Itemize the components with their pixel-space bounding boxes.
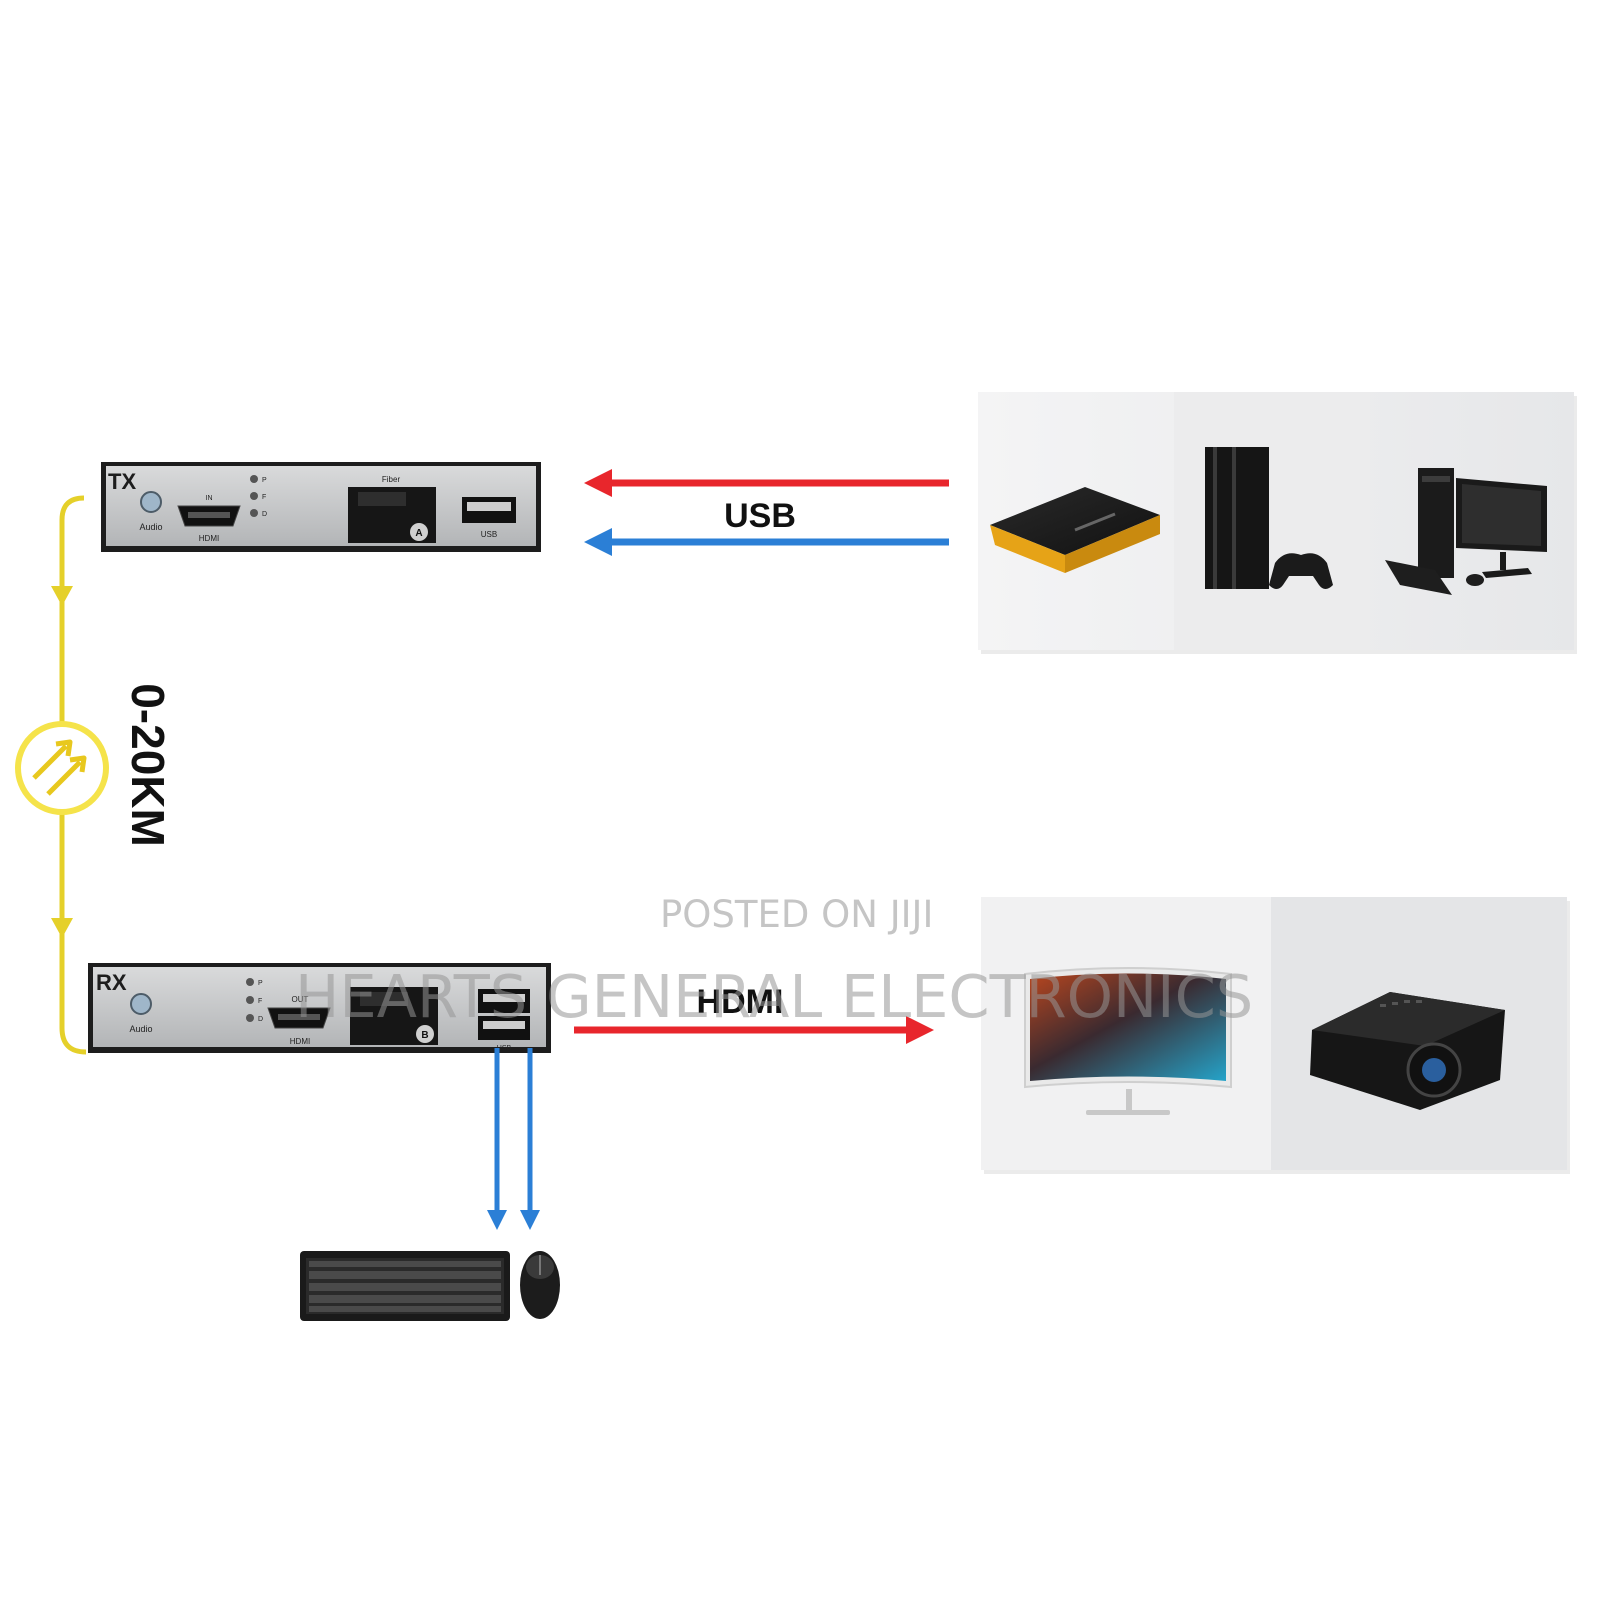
- gamepad-icon: [1269, 553, 1333, 589]
- rx-usb-label: USB: [497, 1045, 512, 1052]
- tx-hdmi-port-pins: [188, 512, 230, 518]
- tx-audio-label: Audio: [139, 522, 162, 532]
- pc-tower-bay: [1422, 476, 1450, 482]
- rx-unit-name: RX: [96, 970, 127, 995]
- fiber-arrow-down-icon: [51, 586, 73, 606]
- hdmi-link-label: HDMI: [697, 983, 784, 1021]
- fiber-line-lower: [59, 800, 87, 1055]
- tx-fiber-port-slot: [358, 492, 406, 506]
- pc-monitor-screen: [1462, 484, 1541, 546]
- tx-hdmi-in-label: IN: [206, 495, 213, 502]
- rx-fiber-port-letter: B: [421, 1030, 428, 1041]
- pc-monitor-stand: [1500, 552, 1506, 570]
- tx-led: [250, 492, 258, 500]
- projector-vents: [1380, 1000, 1422, 1007]
- rx-hdmi-label: HDMI: [290, 1037, 310, 1046]
- set-top-box-icon: [990, 487, 1160, 573]
- tx-usb-label: USB: [481, 530, 497, 539]
- tx-led-label: P: [262, 477, 267, 484]
- tx-unit-name: TX: [108, 469, 136, 494]
- fiber-line-upper: [59, 495, 85, 736]
- monitor-screen: [1030, 973, 1226, 1081]
- rx-fiber-port-badge: [416, 1025, 434, 1043]
- fiber-double-arrow-icon: [32, 739, 87, 796]
- pc-keyboard: [1385, 560, 1452, 595]
- game-console-groove: [1232, 447, 1236, 589]
- tx-fiber-label: Fiber: [382, 475, 401, 484]
- tx-led-label: D: [262, 511, 267, 518]
- rx-fiber-port-slot: [360, 992, 408, 1006]
- game-console-groove: [1213, 447, 1217, 589]
- rx-audio-label: Audio: [129, 1024, 152, 1034]
- mouse-icon: [520, 1251, 560, 1319]
- desktop-computer-icon: [1385, 468, 1547, 595]
- rx-hdmi-port-pins: [278, 1014, 320, 1020]
- pc-monitor-base: [1482, 568, 1532, 578]
- rx-led-label: D: [258, 1016, 263, 1023]
- rx-unit: RX Audio P F D OUT HDMI B USB: [88, 963, 551, 1053]
- monitor-stand: [1126, 1089, 1132, 1111]
- fiber-link: 0-20KM: [15, 495, 174, 1055]
- set-top-box-side: [1065, 515, 1160, 573]
- displays-panel: [981, 897, 1570, 1174]
- rx-led: [246, 996, 254, 1004]
- set-top-box-front: [990, 525, 1065, 573]
- tx-led-label: F: [262, 494, 266, 501]
- projector-top: [1312, 992, 1505, 1046]
- set-top-box-display: [1074, 512, 1116, 532]
- pc-mouse: [1466, 574, 1484, 586]
- pc-tower: [1418, 468, 1454, 578]
- tx-led: [250, 475, 258, 483]
- rx-usb-port-contact: [483, 1021, 525, 1029]
- projector-lens-glass: [1422, 1058, 1446, 1082]
- tx-audio-jack[interactable]: [140, 491, 162, 513]
- sources-panel-cell: [1174, 392, 1370, 650]
- rx-led: [246, 1014, 254, 1022]
- game-console-icon: [1205, 447, 1333, 589]
- tx-led-group: P F D: [250, 475, 267, 518]
- tx-led: [250, 509, 258, 517]
- sources-panel: [978, 392, 1577, 654]
- rx-led-label: F: [258, 998, 262, 1005]
- monitor-base: [1086, 1110, 1170, 1115]
- tx-fiber-port-letter: A: [415, 528, 422, 539]
- fiber-signal-badge: [15, 721, 109, 815]
- tx-hdmi-label: HDMI: [199, 534, 219, 543]
- peripheral-link: [487, 1048, 540, 1230]
- rx-led: [246, 978, 254, 986]
- rx-audio-jack[interactable]: [130, 993, 152, 1015]
- tx-fiber-port-badge: [410, 523, 428, 541]
- rx-unit-face: [93, 967, 546, 1047]
- set-top-box-top: [990, 487, 1160, 555]
- keyboard-key-rows: [309, 1261, 501, 1312]
- rx-led-group: P F D: [246, 978, 263, 1023]
- tx-unit: TX Audio IN HDMI P F D Fiber A USB: [101, 462, 541, 552]
- usb-link-label: USB: [724, 497, 796, 535]
- projector-icon: [1310, 992, 1505, 1110]
- keyboard-icon: [300, 1251, 510, 1321]
- rx-led-label: P: [258, 980, 263, 987]
- rx-hdmi-out-label: OUT: [292, 995, 309, 1004]
- usb-link: USB: [584, 469, 949, 556]
- distance-label: 0-20KM: [122, 683, 174, 847]
- monitor-icon: [1024, 967, 1232, 1115]
- rx-usb-port-contact: [483, 994, 525, 1002]
- fiber-arrow-down-icon: [51, 918, 73, 938]
- hdmi-link: HDMI: [574, 983, 934, 1044]
- tx-usb-port-contact: [467, 502, 511, 511]
